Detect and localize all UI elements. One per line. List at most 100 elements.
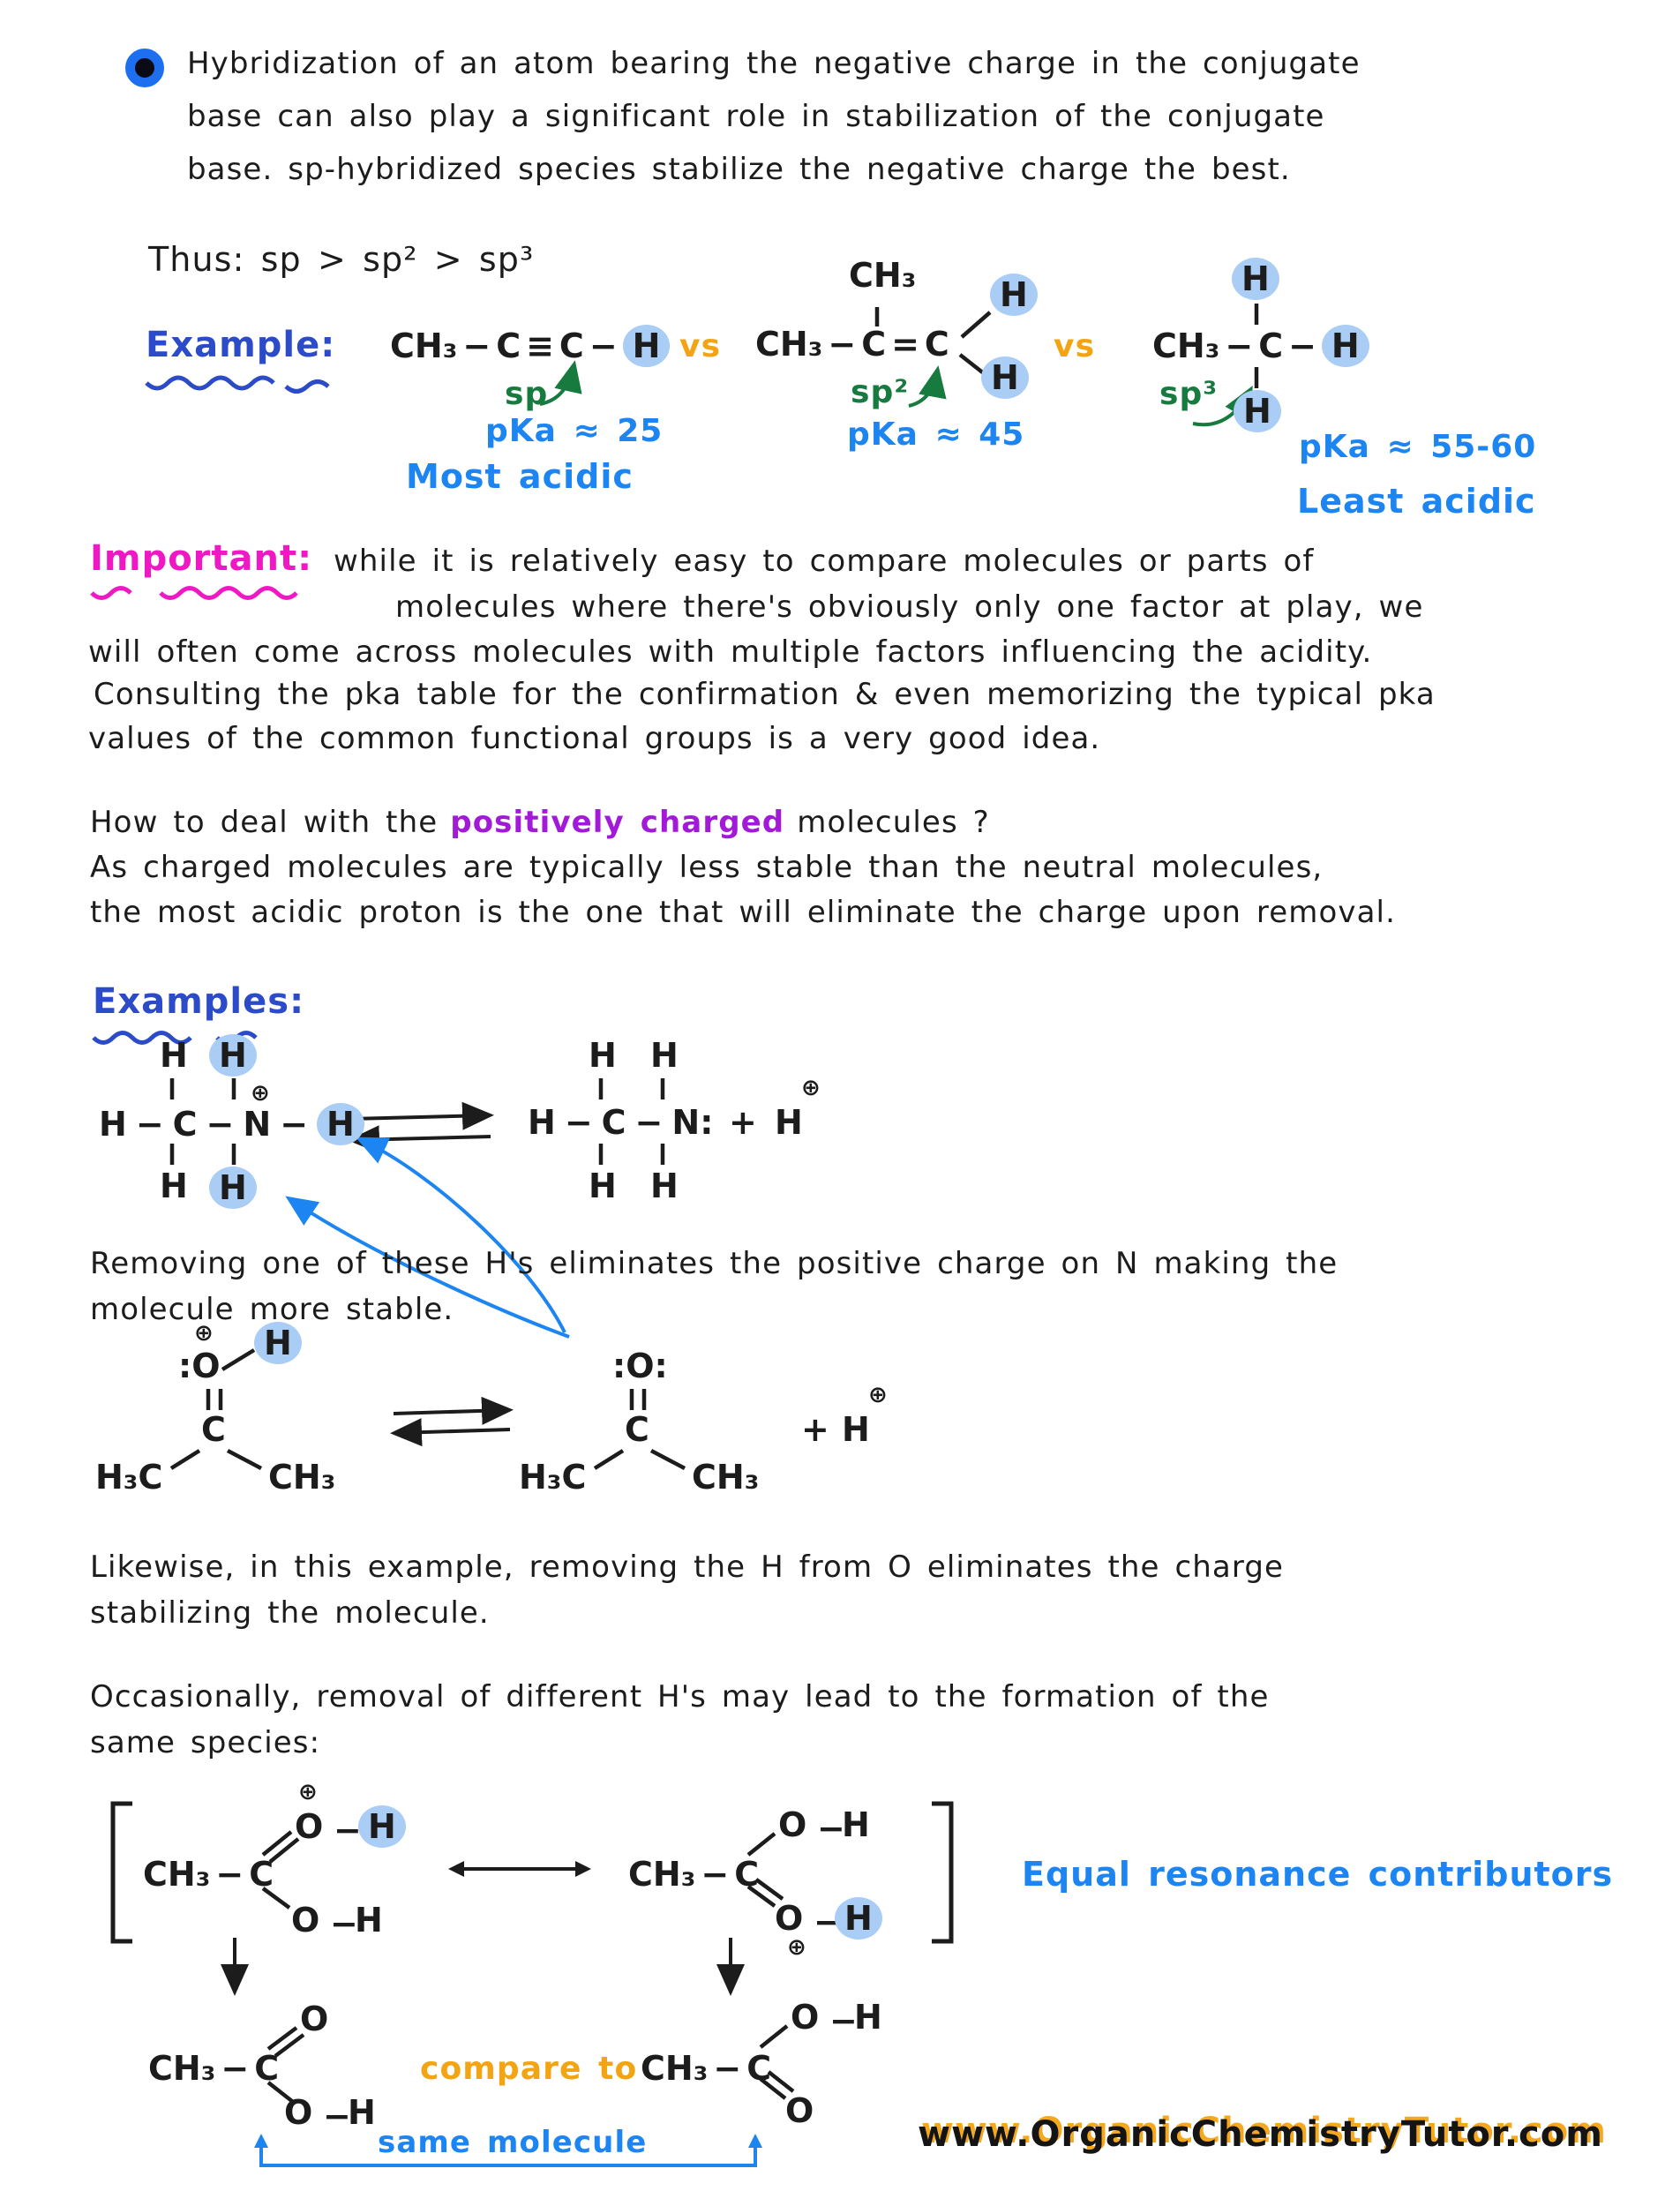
- methyl-right: CH₃: [692, 1458, 760, 1497]
- intro-line-2: base can also play a significant role in…: [187, 99, 1325, 134]
- atom: CH₃: [143, 1855, 211, 1894]
- plus-charge-icon: ⊕: [868, 1382, 888, 1408]
- hydrogen: H: [348, 2093, 376, 2132]
- acidic-h-highlight: H: [835, 1897, 882, 1940]
- plus-sign: +: [801, 1410, 829, 1449]
- atom: H: [528, 1103, 556, 1142]
- bond: −: [1225, 326, 1254, 365]
- bond: −: [334, 1811, 362, 1850]
- pka-45: pKa ≈ 45: [847, 416, 1025, 453]
- amine-h-above-n: H: [650, 1036, 679, 1075]
- question-pre: How to deal with the: [90, 805, 439, 840]
- methyl-left: H₃C: [95, 1458, 163, 1497]
- same-molecule-note: same molecule: [378, 2125, 648, 2160]
- plus-charge-icon: ⊕: [787, 1934, 806, 1961]
- oxygen-bottom: O: [284, 2093, 313, 2132]
- examples-heading: Examples:: [93, 981, 305, 1022]
- bond: −: [829, 2001, 858, 2040]
- bond: −: [634, 1103, 664, 1142]
- oxygen-bottom: O: [775, 1899, 804, 1938]
- atom: CH₃: [755, 325, 823, 364]
- vs-1: vs: [679, 328, 722, 364]
- atom: N: [243, 1105, 272, 1144]
- likewise-line-2: stabilizing the molecule.: [90, 1595, 490, 1631]
- most-acidic-note: Most acidic: [406, 457, 634, 496]
- bullet-icon: [125, 49, 164, 87]
- oxygen-top: O: [300, 2000, 329, 2038]
- occasionally-line-1: Occasionally, removal of different H's m…: [90, 1679, 1270, 1715]
- atom: C: [172, 1105, 198, 1144]
- occasionally-line-2: same species:: [90, 1725, 321, 1760]
- plus-charge-icon: ⊕: [801, 1075, 821, 1101]
- bond: −: [589, 326, 618, 365]
- hydrogen: H: [854, 1998, 882, 2037]
- acidic-h-highlight: H: [358, 1805, 406, 1848]
- atom: C: [559, 326, 584, 365]
- likewise-line-1: Likewise, in this example, removing the …: [90, 1549, 1285, 1585]
- bond: −: [1288, 326, 1316, 365]
- hydrogen: H: [842, 1805, 870, 1844]
- amine-h-below-c: H: [589, 1167, 617, 1205]
- bond: −: [135, 1105, 164, 1144]
- pka-55-60: pKa ≈ 55-60: [1299, 429, 1537, 465]
- deprotonation-arrows: [221, 1938, 745, 1996]
- bond: −: [828, 325, 857, 364]
- hybridization-order: Thus: sp > sp² > sp³: [148, 240, 535, 279]
- double-bond: =: [891, 325, 919, 364]
- compare-to-note: compare to: [420, 2051, 638, 2087]
- alkane-h-top: H: [1232, 258, 1279, 300]
- positively-charged-highlight: positively charged: [450, 805, 785, 840]
- atom: C: [601, 1103, 626, 1142]
- atom: CH₃: [148, 2049, 216, 2088]
- proton: H: [775, 1103, 803, 1142]
- important-line-2: molecules where there's obviously only o…: [395, 589, 1424, 625]
- bond: −: [713, 2049, 742, 2088]
- charged-question-line: How to deal with the positively charged …: [90, 805, 990, 840]
- alkyne-structure: CH₃ − C ≡ C − H: [390, 325, 671, 367]
- bond: −: [564, 1103, 593, 1142]
- bond: −: [221, 2049, 250, 2088]
- alkene-h-top: H: [990, 274, 1038, 316]
- acidic-h-highlight: H: [622, 325, 671, 367]
- example-underline: [145, 375, 330, 394]
- important-line-1: while it is relatively easy to compare m…: [334, 544, 1315, 579]
- product-left-chain: CH₃ − C: [148, 2049, 279, 2088]
- bond: −: [330, 1904, 358, 1943]
- removing-line-2: molecule more stable.: [90, 1292, 454, 1327]
- question-post: molecules ?: [797, 805, 990, 840]
- atom: CH₃: [641, 2049, 709, 2088]
- plus-sign: +: [729, 1103, 757, 1142]
- atom: C: [746, 2049, 772, 2088]
- oxygen-with-lone-pairs: :O:: [612, 1347, 668, 1385]
- intro-line-1: Hybridization of an atom bearing the neg…: [187, 46, 1361, 81]
- bond: −: [701, 1855, 730, 1894]
- methyl-left: H₃C: [519, 1458, 587, 1497]
- atom: C: [254, 2049, 280, 2088]
- vs-2: vs: [1054, 328, 1096, 364]
- important-underline: [90, 586, 298, 600]
- plus-charge-icon: ⊕: [251, 1080, 270, 1107]
- alkene-ch3-top: CH₃: [849, 256, 917, 295]
- atom: C: [924, 325, 949, 364]
- important-heading: Important:: [90, 538, 313, 579]
- oxygen-top: O: [778, 1805, 807, 1844]
- website-watermark: www.OrganicChemistryTutor.com: [918, 2114, 1603, 2155]
- atom: CH₃: [390, 326, 458, 365]
- methylamine-structure: H − C − N:: [528, 1103, 713, 1142]
- atom-with-lone-pair: N:: [671, 1103, 714, 1142]
- important-line-4: Consulting the pka table for the confirm…: [94, 677, 1436, 712]
- ammonium-h-below-c: H: [160, 1167, 188, 1205]
- carbon: C: [625, 1410, 649, 1449]
- atom: C: [734, 1855, 760, 1894]
- acidic-h-highlight: H: [1321, 325, 1369, 367]
- alkene-h-bottom: H: [981, 356, 1029, 399]
- intro-line-3: base. sp-hybridized species stabilize th…: [187, 152, 1291, 187]
- plus-charge-icon: ⊕: [298, 1779, 318, 1805]
- alkane-structure: CH₃ − C − H: [1152, 325, 1369, 367]
- plus-charge-icon: ⊕: [194, 1320, 214, 1347]
- bond: −: [323, 2097, 351, 2135]
- hydrogen: H: [355, 1901, 383, 1940]
- equilibrium-arrow-2: [390, 1396, 514, 1447]
- proton: H: [842, 1410, 870, 1449]
